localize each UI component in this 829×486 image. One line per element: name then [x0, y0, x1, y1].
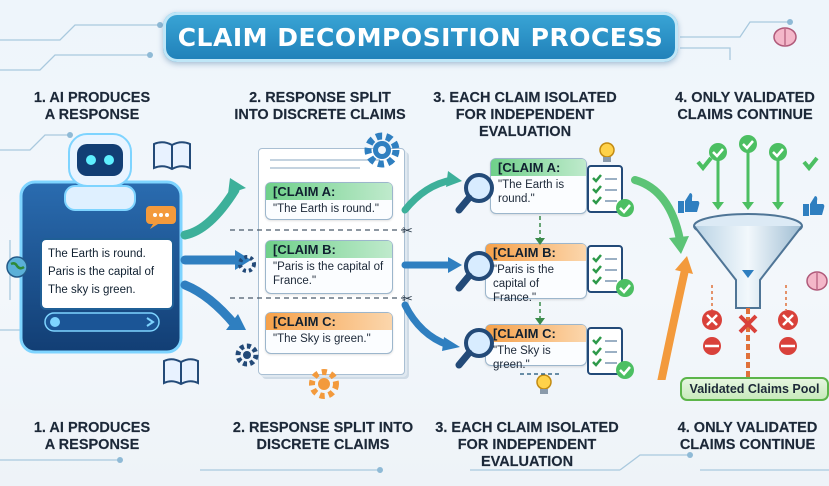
- isolated-claim-c: [CLAIM C: "The Sky is green.": [485, 324, 587, 371]
- split-claim-b: [CLAIM B: "Paris is the capital of Franc…: [265, 240, 393, 294]
- gear-icon: [364, 132, 400, 168]
- funnel-icon: [693, 135, 819, 395]
- book-icon: [153, 141, 191, 171]
- step-2-label-bottom: 2. RESPONSE SPLIT INTO DISCRETE CLAIMS: [232, 420, 414, 454]
- svg-text:✂: ✂: [402, 224, 413, 239]
- gear-icon-orange: [309, 369, 339, 399]
- isolated-claim-a-tag: [CLAIM A:: [491, 159, 586, 176]
- magnifier-icon-b: [455, 251, 494, 292]
- title-banner: CLAIM DECOMPOSITION PROCESS: [163, 12, 678, 62]
- isolated-claim-b-text: "Paris is the capital of France.": [493, 264, 554, 304]
- isolated-claim-b: [CLAIM B: "Paris is the capital of Franc…: [485, 243, 587, 304]
- isolated-claim-b-tag: [CLAIM B:: [486, 244, 586, 261]
- claim-a-tag: [CLAIM A:: [266, 183, 392, 200]
- step-4-label-bottom: 4. ONLY VALIDATED CLAIMS CONTINUE: [677, 420, 818, 454]
- checklist-icon-b: [587, 245, 634, 297]
- brain-icon: [773, 27, 797, 47]
- claim-b-text: "Paris is the capital of France.": [273, 261, 384, 287]
- checklist-icon-a: [587, 165, 634, 217]
- funnel-arrows: [631, 176, 693, 380]
- split-claim-a: [CLAIM A: "The Earth is round.": [265, 182, 393, 220]
- response-line-2: Paris is the capital of: [48, 265, 155, 278]
- thumbs-up-icon-right: [803, 196, 825, 216]
- claim-c-tag: [CLAIM C:: [266, 313, 392, 330]
- page-title: CLAIM DECOMPOSITION PROCESS: [177, 22, 664, 52]
- step-2-label-top: 2. RESPONSE SPLIT INTO DISCRETE CLAIMS: [234, 90, 406, 124]
- book-icon-lower: [163, 358, 199, 386]
- isolated-claim-a-text: "The Earth is round.": [498, 179, 565, 205]
- magnifier-icon-c: [455, 328, 494, 369]
- thumbs-up-icon: [678, 193, 700, 213]
- cut-lines: ✂ ✂: [230, 224, 413, 307]
- isolated-claim-a: [CLAIM A: "The Earth is round.": [490, 158, 587, 214]
- flow-dashes: [520, 216, 560, 375]
- isolated-claim-c-text: "The Sky is green.": [493, 345, 551, 371]
- step-4-label-top: 4. ONLY VALIDATED CLAIMS CONTINUE: [675, 90, 815, 124]
- step-3-label-bottom: 3. EACH CLAIM ISOLATED FOR INDEPENDENT E…: [435, 420, 619, 471]
- magnifier-icon-a: [455, 173, 494, 214]
- chat-bubble-icon: [146, 206, 176, 229]
- checklist-icon-c: [587, 327, 634, 379]
- step-3-label-top: 3. EACH CLAIM ISOLATED FOR INDEPENDENT E…: [433, 90, 617, 141]
- gear-icon-left: [238, 255, 256, 273]
- gear-icon-small: [235, 343, 259, 367]
- lightbulb-icon-lower: [536, 374, 552, 394]
- response-line-3: The sky is green.: [48, 283, 136, 296]
- isolate-arrows: [401, 171, 462, 351]
- split-claim-c: [CLAIM C: "The Sky is green.": [265, 312, 393, 354]
- validated-claims-pool: Validated Claims Pool: [680, 377, 829, 401]
- isolated-claim-c-tag: [CLAIM C:: [486, 325, 586, 342]
- lightbulb-icon: [599, 142, 615, 162]
- claim-b-tag: [CLAIM B:: [266, 241, 392, 258]
- brain-icon-lower: [806, 271, 828, 291]
- pool-label: Validated Claims Pool: [689, 382, 820, 396]
- svg-text:✂: ✂: [402, 292, 413, 307]
- claim-a-text: "The Earth is round.": [273, 203, 379, 215]
- document-lines: [270, 159, 380, 169]
- ai-response-bubble: The Earth is round. Paris is the capital…: [40, 238, 174, 310]
- globe-icon: [6, 256, 28, 278]
- step-1-label-bottom: 1. AI PRODUCES A RESPONSE: [33, 420, 151, 454]
- step-1-label-top: 1. AI PRODUCES A RESPONSE: [33, 90, 151, 124]
- response-line-1: The Earth is round.: [48, 248, 146, 260]
- claim-c-text: "The Sky is green.": [273, 333, 371, 345]
